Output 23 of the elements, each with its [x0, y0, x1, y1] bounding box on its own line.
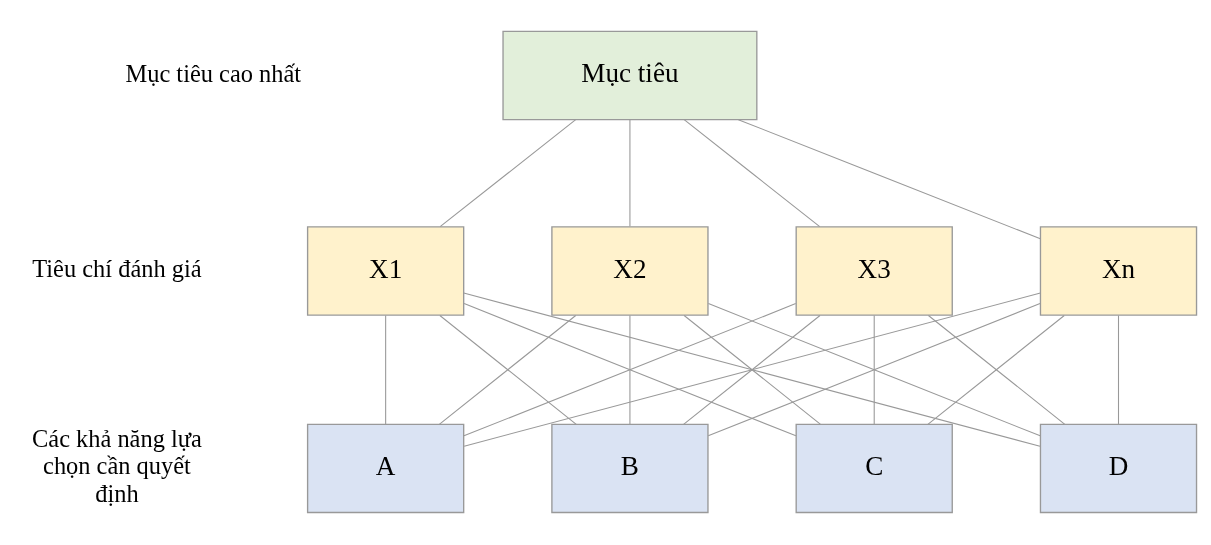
node-box: Xn [1039, 225, 1198, 316]
node-box: C [795, 423, 953, 513]
connector [439, 118, 577, 227]
connector [683, 118, 821, 227]
connector [707, 302, 1041, 436]
label: Mục tiêu cao nhất [125, 59, 302, 87]
connector [1117, 314, 1120, 424]
node-box: X1 [306, 225, 465, 316]
connector [463, 292, 1041, 447]
label: Các khả năng lựa chọn cần quyết định [32, 424, 202, 507]
connector [629, 118, 631, 227]
connector [737, 118, 1041, 239]
node-box: Mục tiêu [502, 30, 758, 120]
node-box: X2 [551, 225, 709, 316]
connector [463, 302, 797, 436]
node-box: A [306, 423, 465, 513]
node-box: B [551, 423, 709, 513]
node-box: D [1039, 423, 1198, 513]
label: Tiêu chí đánh giá [32, 254, 202, 282]
connector [629, 314, 631, 424]
connector [873, 314, 875, 424]
node-box: X3 [795, 225, 953, 316]
connector [385, 314, 387, 424]
